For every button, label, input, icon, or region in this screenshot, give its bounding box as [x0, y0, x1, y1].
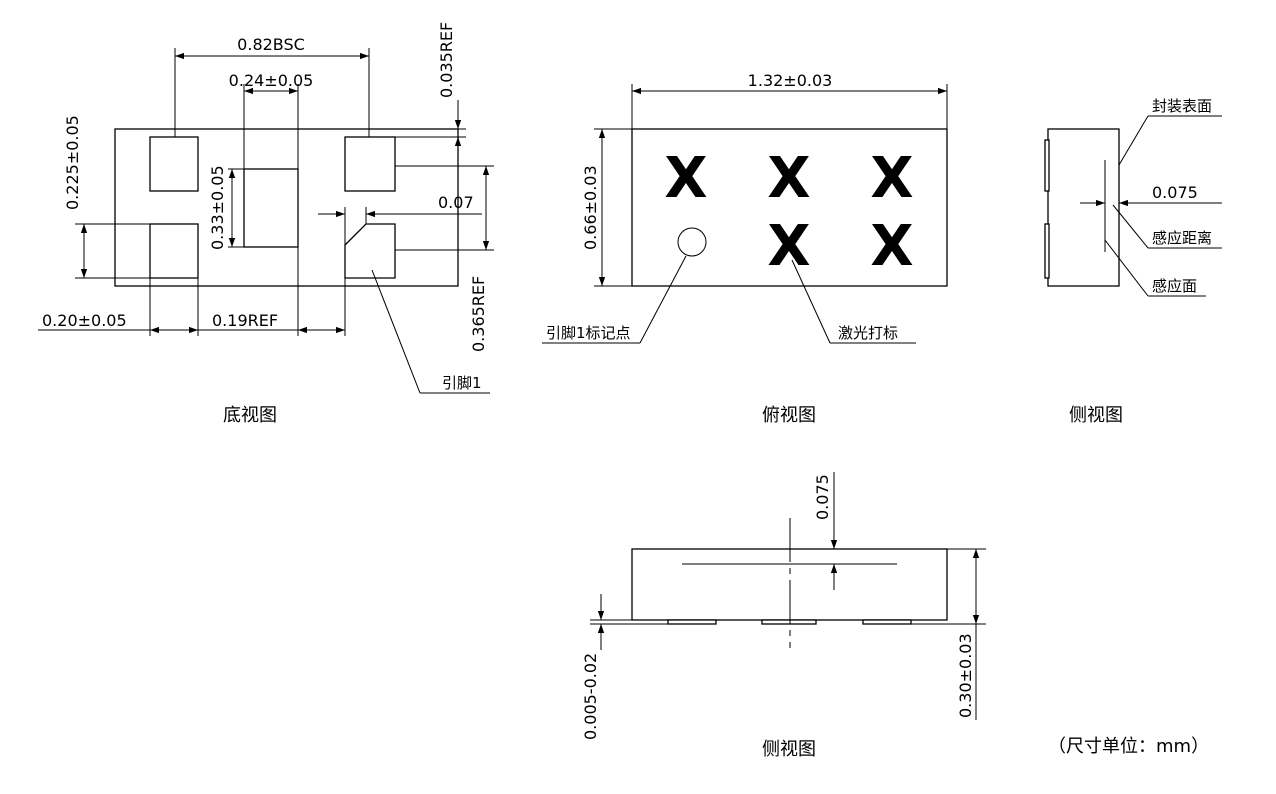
pad-pin1-chamfered	[344, 223, 396, 279]
unit-note: （尺寸单位：mm）	[1048, 736, 1209, 757]
package-surface-label: 封装表面	[1152, 97, 1212, 115]
laser-mark-2: X	[767, 146, 810, 211]
pin1-dot	[677, 227, 707, 257]
dim-standoff: 0.005-0.02	[581, 653, 600, 740]
laser-mark-4: X	[767, 214, 810, 279]
side-view-bottom: 0.075 0.005-0.02 0.30±0.03 侧视图	[581, 472, 986, 760]
top-view: 1.32±0.03 0.66±0.03 X X X X X 引脚1标记点 激光打…	[542, 71, 948, 426]
side-bottom-pad-right	[862, 619, 912, 625]
side-view-right-title: 侧视图	[1069, 405, 1123, 426]
dim-pad-width: 0.20±0.05	[42, 311, 127, 330]
top-view-title: 俯视图	[762, 405, 816, 426]
pin1-mark-label: 引脚1标记点	[546, 324, 631, 342]
side-view-right: 封装表面 0.075 感应距离 感应面 侧视图	[1044, 97, 1222, 426]
dim-center-pad-width: 0.24±0.05	[229, 71, 314, 90]
dim-gap-horizontal: 0.19REF	[212, 311, 278, 330]
dim-side-gap: 0.365REF	[469, 276, 488, 352]
bottom-view-title: 底视图	[223, 405, 277, 426]
bottom-view: 0.82BSC 0.24±0.05 0.035REF 0.225±0.05 0.…	[38, 22, 494, 426]
sensing-surface-label: 感应面	[1152, 277, 1197, 295]
laser-mark-1: X	[664, 146, 707, 211]
dim-sensing-distance: 0.075	[1152, 183, 1198, 202]
laser-mark-5: X	[870, 214, 913, 279]
pad-top-left	[149, 136, 199, 192]
dim-width: 0.66±0.03	[581, 165, 600, 250]
side-bottom-pad-left	[667, 619, 717, 625]
side-pad-top	[1044, 139, 1050, 192]
side-bottom-pad-center	[761, 619, 817, 625]
dim-pitch: 0.82BSC	[237, 35, 305, 54]
dim-pad-pitch-vertical: 0.225±0.05	[63, 115, 82, 210]
dim-length: 1.32±0.03	[748, 71, 833, 90]
side-view-bottom-title: 侧视图	[762, 739, 816, 760]
bottom-view-body	[114, 128, 459, 287]
dim-chamfer: 0.07	[438, 193, 474, 212]
pad-top-right	[344, 136, 396, 192]
pin1-label: 引脚1	[442, 374, 482, 392]
dim-height: 0.30±0.03	[956, 633, 975, 718]
pad-bottom-left	[149, 223, 199, 279]
laser-mark-3: X	[870, 146, 913, 211]
laser-mark-label: 激光打标	[838, 324, 898, 342]
top-view-body	[631, 128, 948, 287]
dim-top-gap: 0.035REF	[437, 22, 456, 98]
side-pad-bottom	[1044, 223, 1050, 279]
dim-center-pad-height: 0.33±0.05	[208, 165, 227, 250]
side-view-body	[1047, 128, 1120, 287]
sensing-distance-label: 感应距离	[1152, 229, 1212, 247]
pad-center	[243, 168, 299, 248]
dim-sensing-vertical: 0.075	[813, 474, 832, 520]
